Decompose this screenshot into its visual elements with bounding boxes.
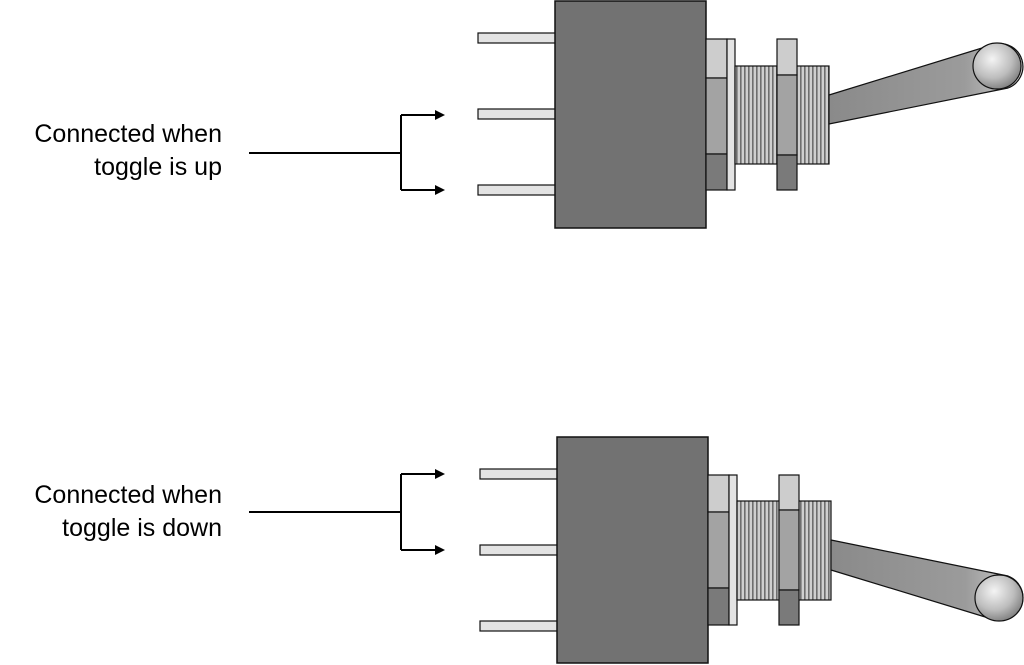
bottom-pin-3 — [479, 620, 559, 632]
bottom-lever-knob — [974, 574, 1024, 622]
top-switch-caption: Connected when toggle is up — [34, 118, 222, 184]
top-pin-3 — [477, 184, 557, 196]
top-switch-body — [554, 0, 707, 229]
top-toggle-switch — [249, 0, 1024, 229]
top-lever-knob — [972, 42, 1022, 90]
top-nut — [776, 38, 798, 191]
top-washer — [705, 38, 736, 191]
bottom-nut — [778, 474, 800, 626]
bottom-toggle-switch — [249, 436, 1024, 664]
bottom-caption-line-2: toggle is down — [62, 514, 222, 542]
bottom-washer — [707, 474, 738, 626]
bottom-pin-1 — [479, 468, 559, 480]
bottom-connection-bracket — [249, 469, 445, 555]
top-pin-2 — [477, 108, 557, 120]
top-caption-line-2: toggle is up — [94, 153, 222, 181]
bottom-switch-body — [556, 436, 709, 664]
bottom-caption-line-1: Connected when — [34, 481, 222, 509]
bottom-switch-caption: Connected when toggle is down — [34, 479, 222, 545]
top-pin-1 — [477, 32, 557, 44]
top-connection-bracket — [249, 110, 445, 195]
bottom-pin-2 — [479, 544, 559, 556]
top-caption-line-1: Connected when — [34, 120, 222, 148]
